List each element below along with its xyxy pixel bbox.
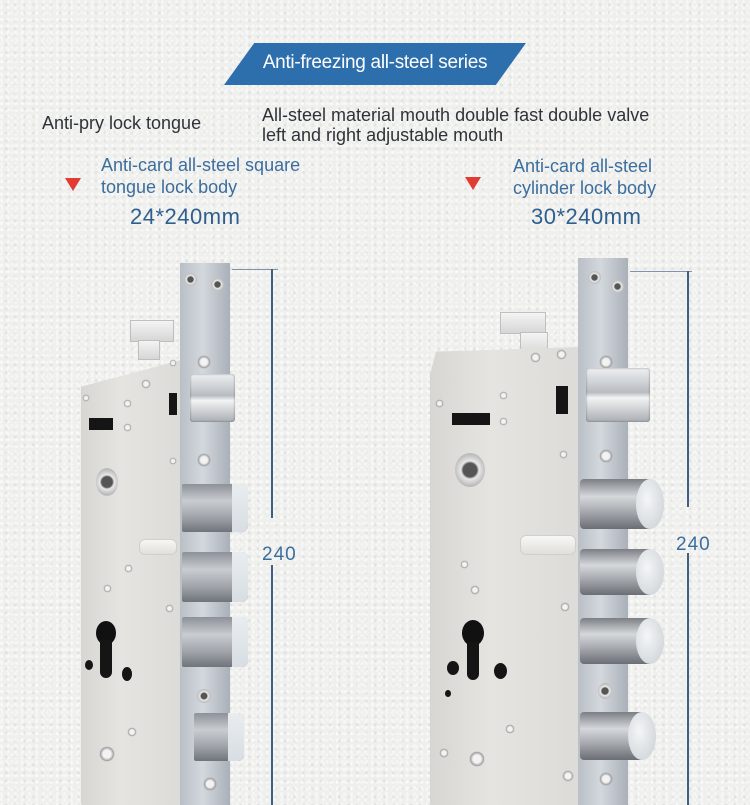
product-2-size: 30*240mm — [531, 204, 642, 229]
cylinder-keyhole-stem — [467, 642, 479, 680]
screw-icon — [563, 771, 573, 781]
series-banner-title: Anti-freezing all-steel series — [262, 52, 488, 73]
faceplate-screw-hole — [197, 689, 211, 703]
dimension-top-tick — [232, 269, 278, 270]
screw-icon — [100, 747, 114, 761]
screw-icon — [531, 353, 540, 362]
faceplate-screw-hole — [598, 683, 612, 699]
case-slot — [169, 393, 177, 415]
rivet — [506, 725, 514, 733]
case-hole — [447, 661, 459, 675]
rivet — [440, 749, 448, 757]
rivet — [170, 360, 176, 366]
rivet — [83, 395, 89, 401]
feature-mouth-line2: left and right adjustable mouth — [262, 125, 504, 145]
mount-hole — [588, 271, 601, 284]
product-1-height-label: 240 — [262, 544, 297, 565]
screw-icon — [557, 350, 566, 359]
dimension-line-lower — [687, 553, 689, 805]
anti-pry-clip — [500, 312, 546, 334]
dimension-top-tick — [630, 271, 692, 272]
rivet — [436, 400, 443, 407]
product-1-size: 24*240mm — [130, 204, 241, 229]
product-2-name-line1: Anti-card all-steel — [513, 156, 653, 176]
anti-pry-clip — [130, 320, 174, 342]
spindle-hole — [455, 453, 485, 487]
cylinder-bolt — [580, 618, 664, 664]
anti-pry-latch-tongue — [586, 368, 650, 422]
cylinder-bolt — [580, 712, 656, 760]
square-bolt — [182, 617, 248, 667]
mount-hole — [611, 280, 624, 293]
trigger-pin — [520, 535, 576, 555]
cylinder-keyhole — [96, 621, 116, 645]
rivet — [500, 392, 507, 399]
mount-hole — [184, 273, 197, 286]
screw-icon — [198, 356, 210, 368]
rivet — [104, 585, 111, 592]
cylinder-bolt — [580, 479, 664, 529]
marker-triangle-icon — [465, 177, 481, 190]
dimension-line-upper — [271, 269, 273, 518]
square-bolt — [182, 552, 248, 602]
rivet — [124, 400, 131, 407]
rivet — [561, 603, 569, 611]
feature-mouth-line1: All-steel material mouth double fast dou… — [262, 105, 650, 125]
case-hole — [122, 667, 132, 681]
screw-icon — [142, 380, 150, 388]
case-slot — [89, 418, 113, 430]
rivet — [170, 458, 176, 464]
square-bolt — [194, 713, 244, 761]
rivet — [500, 418, 507, 425]
screw-icon — [600, 450, 612, 462]
rivet — [471, 586, 479, 594]
screw-icon — [204, 778, 216, 790]
rivet — [461, 561, 468, 568]
marker-triangle-icon — [65, 178, 81, 191]
anti-pry-latch-tongue — [190, 374, 235, 422]
cylinder-keyhole — [462, 620, 484, 646]
dimension-line-upper — [687, 271, 689, 507]
case-hole — [494, 663, 507, 679]
screw-icon — [470, 752, 484, 766]
rivet — [125, 565, 132, 572]
square-bolt — [182, 484, 248, 532]
product-1-name-line1: Anti-card all-steel square — [101, 155, 301, 175]
rivet — [128, 728, 136, 736]
series-banner — [224, 43, 526, 85]
case-hole — [85, 660, 93, 670]
screw-icon — [198, 454, 210, 466]
rivet — [124, 424, 131, 431]
product-2-name-line2: cylinder lock body — [513, 178, 657, 198]
cylinder-keyhole-stem — [100, 640, 112, 678]
product-2-height-label: 240 — [676, 534, 711, 555]
anti-pry-clip-stem — [138, 340, 160, 360]
product-1-name-line2: tongue lock body — [101, 177, 238, 197]
dimension-line-lower — [271, 565, 273, 805]
spindle-hole — [96, 468, 118, 496]
case-slot — [452, 413, 490, 425]
trigger-pin — [139, 539, 177, 555]
case-slot — [556, 386, 568, 414]
rivet — [560, 451, 567, 458]
screw-icon — [600, 773, 612, 785]
cylinder-bolt — [580, 549, 664, 595]
feature-anti-pry: Anti-pry lock tongue — [42, 113, 202, 133]
screw-icon — [600, 356, 612, 368]
rivet — [166, 605, 173, 612]
mount-hole — [211, 278, 224, 291]
case-hole — [445, 690, 451, 697]
